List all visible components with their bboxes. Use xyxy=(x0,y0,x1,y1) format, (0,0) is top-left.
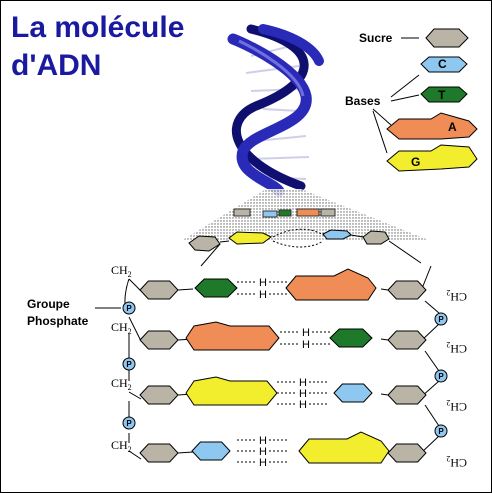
hydrogen-bond: H xyxy=(277,399,329,411)
base-pair-row: HH xyxy=(139,321,427,351)
base-pair-row: HHH xyxy=(139,431,427,469)
hydrogen-bond: H xyxy=(280,339,332,351)
double-helix-icon xyxy=(227,24,324,197)
sugar-icon xyxy=(139,330,179,350)
thymine-base xyxy=(329,328,373,348)
glycosidic-bond xyxy=(177,451,194,454)
hydrogen-bond: H xyxy=(277,377,329,389)
ch2-label: CH2 xyxy=(111,438,132,454)
phosphate-label-line-1: Groupe xyxy=(27,297,70,311)
adenine-legend-icon xyxy=(386,112,478,140)
hydrogen-bond: H xyxy=(237,457,289,469)
phosphate-circle xyxy=(434,312,448,326)
phosphate-letter: P xyxy=(438,372,444,381)
phosphate-icon: P xyxy=(122,357,136,371)
ch2-label: CH2 xyxy=(111,376,132,392)
hydrogen-bond: H xyxy=(237,289,289,301)
hydrogen-bond: H xyxy=(237,277,289,289)
sugar-icon xyxy=(387,385,427,405)
cone-bases xyxy=(233,208,336,218)
glycosidic-bond xyxy=(380,338,389,341)
sugar-label: Sucre xyxy=(359,31,393,45)
top-base-pair-row xyxy=(188,228,422,267)
phosphate-circle xyxy=(122,357,136,371)
ch2-label: CH2 xyxy=(446,398,467,414)
base-pair-row: HHH xyxy=(139,376,427,411)
hydrogen-label: H xyxy=(302,339,310,351)
adenine-letter: A xyxy=(448,120,457,134)
phosphate-circle xyxy=(122,301,136,315)
title-line-2: d'ADN xyxy=(11,49,102,82)
thymine-base xyxy=(194,278,238,298)
adenine-base xyxy=(185,321,280,351)
sugar-legend-icon xyxy=(425,28,469,48)
page-title: La molécule d'ADN xyxy=(11,9,184,85)
title-line-1: La molécule xyxy=(11,11,185,44)
hydrogen-bond: H xyxy=(237,446,289,458)
hydrogen-bond: H xyxy=(280,327,332,339)
guanine-letter: G xyxy=(411,155,420,169)
sugar-icon xyxy=(139,385,179,405)
hydrogen-bond: H xyxy=(277,388,329,400)
guanine-base xyxy=(185,376,278,406)
guanine-legend-icon xyxy=(386,144,478,172)
glycosidic-bond xyxy=(380,393,389,396)
guanine-base xyxy=(298,431,390,464)
hydrogen-bond: H xyxy=(237,435,289,447)
sugar-icon xyxy=(139,443,179,463)
sugar-icon xyxy=(139,280,179,300)
phosphate-circle xyxy=(122,416,136,430)
ch2-label: CH2 xyxy=(446,454,467,470)
phosphate-circle xyxy=(434,424,448,438)
sugar-icon xyxy=(387,280,427,300)
phosphate-icon: P xyxy=(434,312,448,326)
base-pair-row: HH xyxy=(139,268,427,301)
thymine-legend-icon xyxy=(420,86,468,103)
phosphate-letter: P xyxy=(438,427,444,436)
ch2-label: CH2 xyxy=(446,288,467,304)
ch2-label: CH2 xyxy=(446,340,467,356)
hydrogen-label: H xyxy=(259,277,267,289)
cytosine-base xyxy=(191,441,231,461)
hydrogen-label: H xyxy=(299,399,307,411)
hydrogen-label: H xyxy=(259,457,267,469)
thymine-letter: T xyxy=(438,88,446,102)
hydrogen-label: H xyxy=(259,446,267,458)
hydrogen-label: H xyxy=(299,377,307,389)
glycosidic-bond xyxy=(380,288,389,291)
ch2-label: CH2 xyxy=(111,320,132,336)
hydrogen-label: H xyxy=(299,388,307,400)
right-backbone xyxy=(420,265,440,454)
phosphate-letter: P xyxy=(438,315,444,324)
phosphate-icon: P xyxy=(122,416,136,430)
cytosine-base xyxy=(333,383,373,403)
cytosine-letter: C xyxy=(438,57,447,71)
phosphate-icon: P xyxy=(434,424,448,438)
bases-label: Bases xyxy=(345,94,381,108)
phosphate-letter: P xyxy=(126,360,132,369)
legend: Sucre Bases C T A G xyxy=(345,28,478,172)
phosphate-circle xyxy=(434,369,448,383)
glycosidic-bond xyxy=(177,288,194,291)
adenine-base xyxy=(285,268,377,301)
ch2-label: CH2 xyxy=(111,263,132,279)
phosphate-icon: P xyxy=(122,301,136,315)
hydrogen-label: H xyxy=(302,327,310,339)
phosphate-groups: P P P P P P xyxy=(122,301,448,438)
sugar-icon xyxy=(387,443,427,463)
phosphate-label-line-2: Phosphate xyxy=(27,314,89,328)
sugar-icon xyxy=(387,330,427,350)
phosphate-icon: P xyxy=(434,369,448,383)
hydrogen-label: H xyxy=(259,435,267,447)
hydrogen-label: H xyxy=(259,289,267,301)
cytosine-legend-icon xyxy=(420,56,468,73)
phosphate-letter: P xyxy=(126,304,132,313)
phosphate-letter: P xyxy=(126,419,132,428)
